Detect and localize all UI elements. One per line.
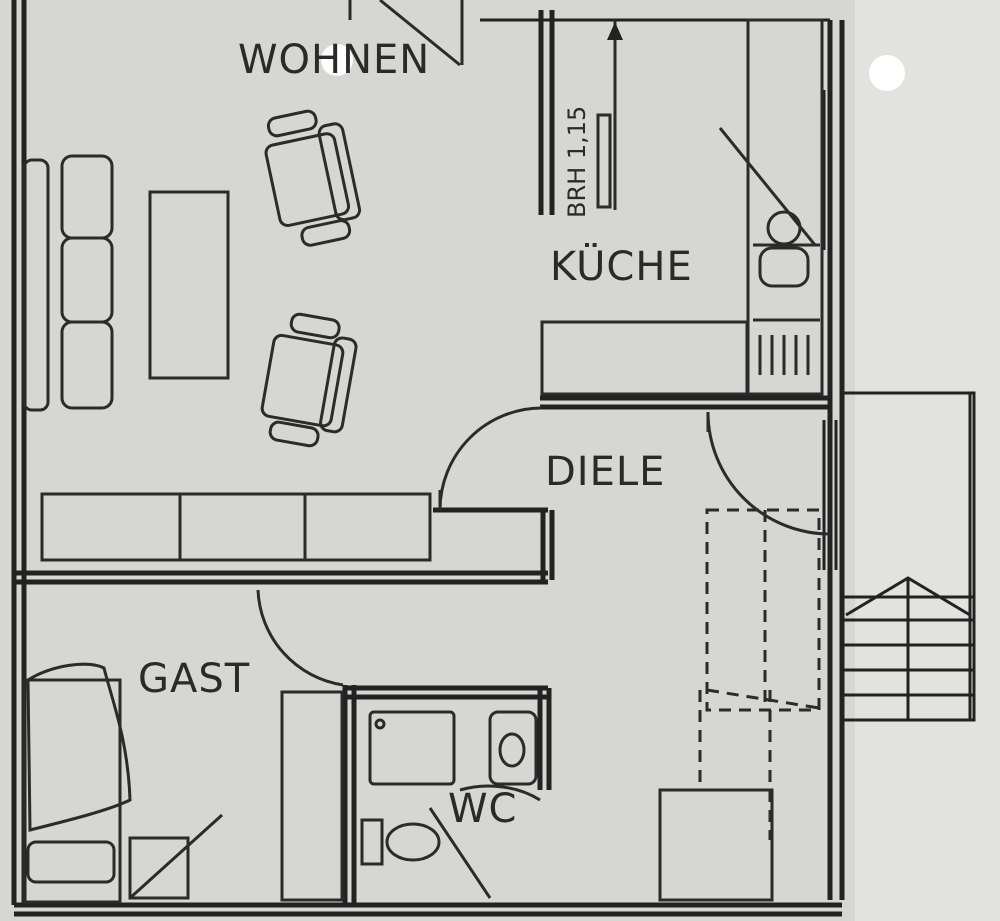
room-label-kueche: KÜCHE — [550, 242, 693, 290]
punch-hole — [869, 55, 905, 91]
room-label-wohnen: WOHNEN — [238, 37, 430, 83]
room-label-wc: WC — [448, 786, 517, 832]
exterior-stairs — [840, 391, 976, 722]
paper-margin — [855, 0, 1000, 921]
interior-walls — [14, 10, 838, 905]
hallway-furniture — [658, 411, 831, 902]
kitchen-furniture — [540, 18, 824, 396]
punch-hole — [321, 44, 353, 76]
guest-room-furniture — [22, 589, 344, 904]
room-label-gast: GAST — [138, 656, 250, 702]
wc-furniture — [360, 710, 541, 899]
living-room-furniture — [22, 0, 543, 562]
room-label-diele: DIELE — [545, 449, 665, 495]
dimension-label: BRH 1,15 — [563, 106, 591, 218]
